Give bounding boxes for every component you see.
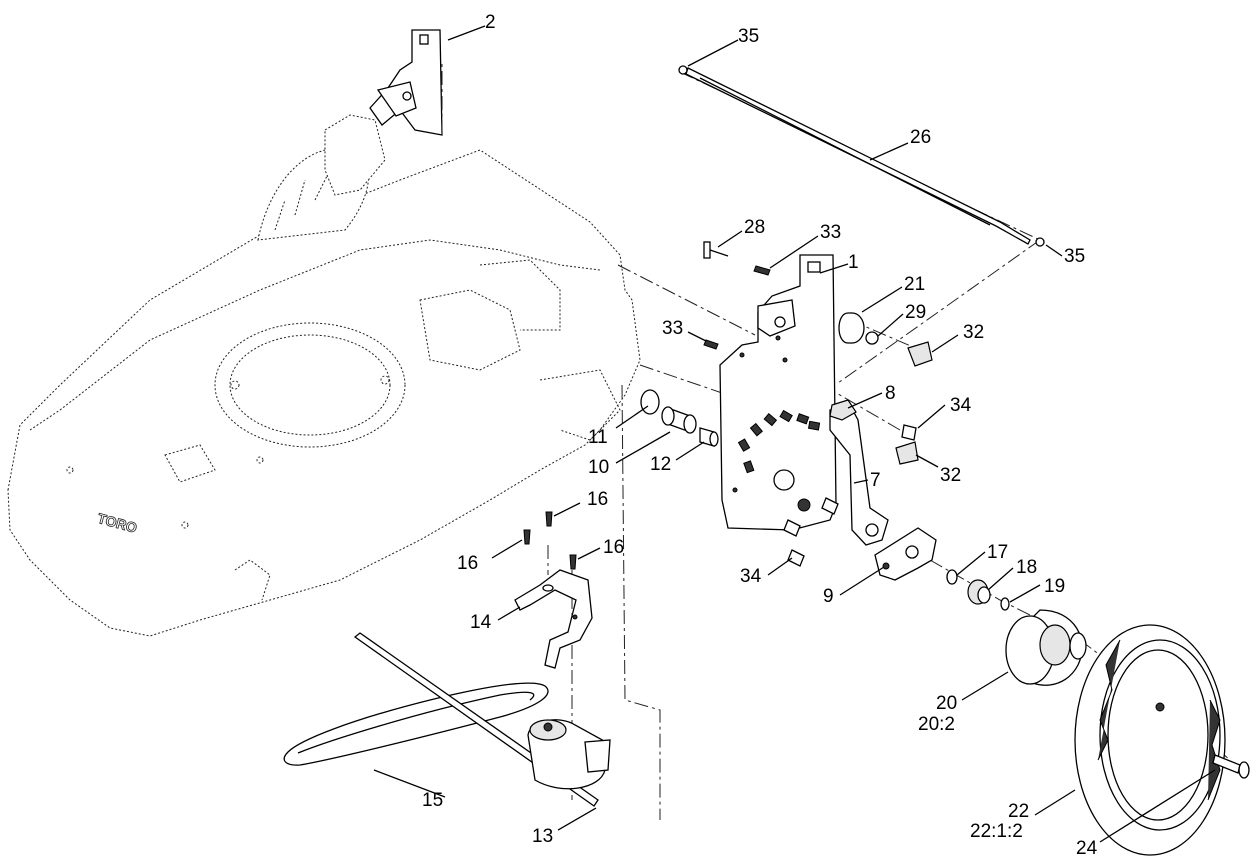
cap-32-upper — [907, 341, 933, 367]
callout-22: 22 — [1008, 801, 1029, 822]
callout-32-upper: 32 — [963, 322, 984, 343]
callout-20: 20 — [936, 693, 957, 714]
callout-16-upper: 16 — [587, 489, 608, 510]
mower-deck-phantom: TORO — [7, 114, 641, 637]
callout-32-lower: 32 — [940, 465, 961, 486]
wheel-bolt-24 — [1212, 754, 1250, 779]
callout-19: 19 — [1044, 576, 1065, 597]
callout-33-upper: 33 — [820, 222, 841, 243]
drive-belt — [283, 682, 549, 766]
height-adjust-rod — [678, 65, 1045, 247]
callout-34-lower: 34 — [740, 566, 762, 587]
callout-16-right: 16 — [603, 537, 624, 558]
nut-29 — [865, 331, 879, 345]
height-notches — [737, 409, 821, 474]
wheel-gear-hub — [1005, 609, 1087, 686]
lever-cap — [829, 399, 857, 421]
callout-11: 11 — [588, 427, 608, 448]
callout-35-right: 35 — [1064, 246, 1085, 267]
callout-15: 15 — [422, 790, 443, 811]
screw-33-upper — [753, 265, 771, 276]
front-wheel — [1074, 624, 1226, 856]
washer-17 — [946, 569, 958, 585]
callout-28: 28 — [744, 217, 765, 238]
callout-9: 9 — [823, 586, 834, 607]
height-lever-arm — [829, 404, 889, 546]
callout-33-lower: 33 — [662, 318, 683, 339]
clip-19 — [1000, 597, 1010, 611]
bolt-28 — [703, 241, 729, 259]
height-bracket-main — [719, 254, 837, 531]
callout-2: 2 — [485, 12, 496, 33]
callout-24: 24 — [1076, 838, 1098, 859]
callout-10: 10 — [588, 457, 609, 478]
bolt-34-lower-a — [783, 519, 801, 537]
spacer-12 — [699, 427, 719, 447]
screw-33-lower — [703, 339, 719, 350]
height-bracket-left — [369, 29, 443, 136]
callout-26: 26 — [910, 127, 931, 148]
screw-16-c — [569, 554, 577, 570]
bolt-34-upper — [901, 424, 917, 441]
bushing-10 — [661, 406, 697, 434]
callout-7: 7 — [870, 470, 881, 491]
callout-20-qty: 20:2 — [918, 714, 955, 735]
callout-labels: 2 35 26 35 28 33 1 21 29 32 33 8 34 11 1… — [422, 12, 1098, 859]
pinion-gear-18 — [967, 579, 991, 605]
callout-1: 1 — [848, 252, 859, 273]
callout-leaders — [373, 25, 1216, 843]
cap-32-lower — [895, 441, 919, 465]
callout-14: 14 — [470, 612, 492, 633]
belt-guide-bracket — [514, 569, 593, 669]
washer-11 — [640, 389, 660, 415]
axle-plate — [874, 527, 937, 581]
callout-8: 8 — [885, 383, 896, 404]
bolt-34-lower-c — [821, 497, 839, 515]
screw-16-b — [545, 511, 553, 527]
bolt-34-lower-b — [787, 549, 805, 567]
callout-29: 29 — [905, 302, 926, 323]
callout-34-upper: 34 — [950, 395, 972, 416]
transmission — [353, 632, 611, 807]
callout-16-left: 16 — [457, 553, 478, 574]
callout-12: 12 — [650, 454, 671, 475]
callout-17: 17 — [987, 542, 1008, 563]
callout-35-top: 35 — [738, 26, 759, 47]
spacer-roller — [838, 312, 865, 344]
callout-21: 21 — [904, 274, 925, 295]
callout-13: 13 — [532, 826, 553, 847]
callout-18: 18 — [1016, 557, 1037, 578]
screw-16-a — [523, 529, 531, 545]
callout-22-qty: 22:1:2 — [970, 821, 1023, 842]
